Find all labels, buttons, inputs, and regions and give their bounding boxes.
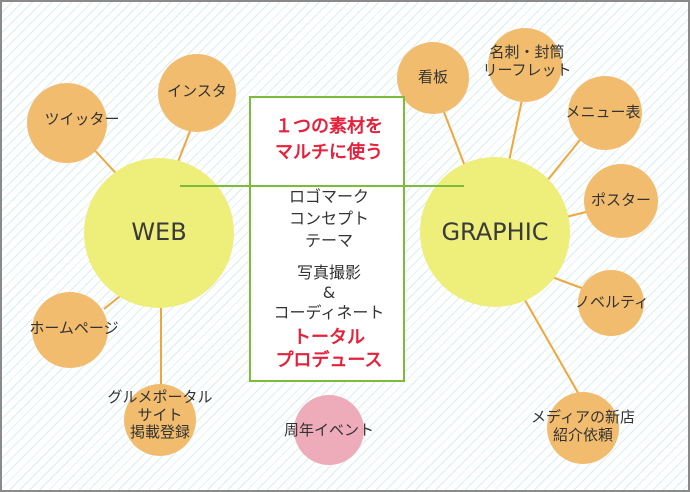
web-hub-label: WEB <box>131 218 187 246</box>
media-label: メディアの新店 紹介依頼 <box>510 408 656 444</box>
instagram-label: インスタ <box>167 82 227 100</box>
footer-line-1: トータル <box>293 327 365 348</box>
gourmet-portal-circle <box>124 384 196 456</box>
cards-leaflet-line-1: 名刺・封筒 <box>489 43 565 61</box>
headline-line-1: １つの素材を <box>275 116 383 137</box>
headline-line-2: マルチに使う <box>275 142 383 163</box>
center-item-concept: コンセプト <box>288 209 369 228</box>
graphic-hub-label: GRAPHIC <box>441 218 549 246</box>
signboard-label: 看板 <box>417 68 448 86</box>
poster-label: ポスター <box>590 191 651 209</box>
cards-leaflet-line-2: リーフレット <box>482 60 572 79</box>
poster-circle <box>584 164 658 238</box>
signboard-circle <box>397 42 469 114</box>
cards-leaflet-label: 名刺・封筒 リーフレット <box>462 43 592 79</box>
center-item-photo: 写真撮影 <box>296 263 361 282</box>
media-line-2: 紹介依頼 <box>552 425 613 444</box>
center-item-coordinate: コーディネート <box>273 303 385 322</box>
center-box: １つの素材を マルチに使う ロゴマーク コンセプト テーマ 写真撮影 & コーデ… <box>249 96 405 382</box>
twitter-circle <box>27 83 107 163</box>
media-line-1: メディアの新店 <box>531 408 635 426</box>
menu-label: メニュー表 <box>565 103 641 121</box>
gourmet-portal-line-2: サイト <box>137 405 183 424</box>
twitter-label: ツイッター <box>44 110 120 128</box>
media-circle <box>547 392 619 464</box>
center-item-theme: テーマ <box>304 231 353 250</box>
novelty-circle <box>578 270 644 336</box>
web-hub <box>84 158 234 308</box>
center-item-ampersand: & <box>322 283 336 302</box>
homepage-circle <box>32 292 108 368</box>
event-circle <box>294 395 364 465</box>
instagram-circle <box>158 54 236 132</box>
homepage-label: ホームページ <box>29 319 119 337</box>
novelty-label: ノベルティ <box>574 293 650 311</box>
gourmet-portal-label: グルメポータル サイト 掲載登録 <box>80 388 240 442</box>
cards-leaflet-circle <box>488 28 562 102</box>
footer-line-2: プロデュース <box>275 350 383 371</box>
gourmet-portal-line-1: グルメポータル <box>107 388 213 406</box>
menu-circle <box>568 76 642 150</box>
event-label: 周年イベント <box>283 421 374 439</box>
center-item-logo: ロゴマーク <box>288 187 369 206</box>
graphic-hub <box>420 157 570 307</box>
gourmet-portal-line-3: 掲載登録 <box>129 423 190 442</box>
